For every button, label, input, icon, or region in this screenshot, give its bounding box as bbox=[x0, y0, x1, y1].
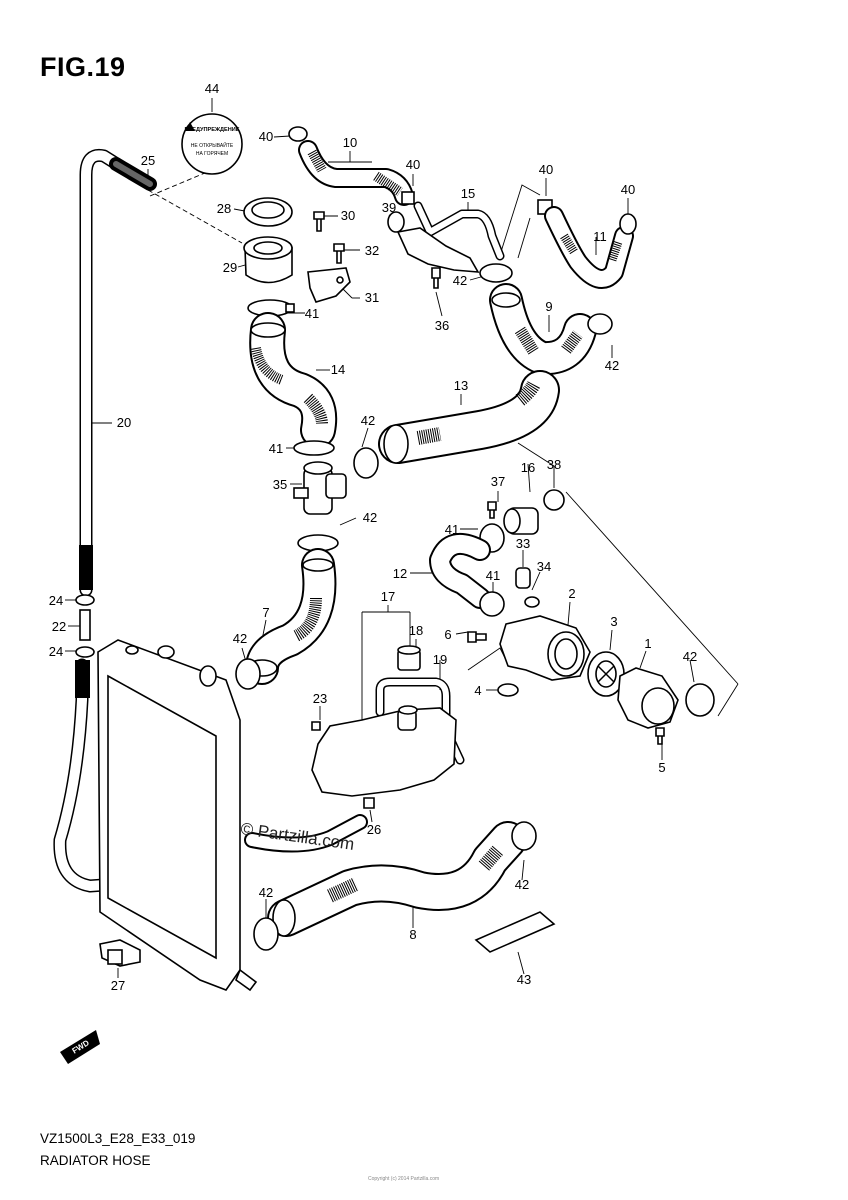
sensor-33 bbox=[515, 567, 540, 608]
callout-42: 42 bbox=[361, 413, 375, 428]
callout-24: 24 bbox=[49, 644, 63, 659]
callouts: 44 40 10 25 28 30 32 29 31 41 14 40 39 1… bbox=[49, 81, 697, 993]
callout-6: 6 bbox=[444, 627, 451, 642]
hose-11 bbox=[537, 199, 637, 289]
callout-40: 40 bbox=[539, 162, 553, 177]
hose-13 bbox=[378, 370, 560, 464]
callout-11: 11 bbox=[593, 229, 607, 244]
callout-2: 2 bbox=[568, 586, 575, 601]
cover-1 bbox=[617, 667, 679, 745]
callout-32: 32 bbox=[365, 243, 379, 258]
thermostat-3 bbox=[587, 651, 625, 697]
union-35 bbox=[293, 440, 347, 515]
callout-42: 42 bbox=[515, 877, 529, 892]
fine-print: Copyright (c) 2014 Partzilla.com bbox=[368, 1176, 440, 1182]
clamp-42-lower-left bbox=[235, 658, 261, 690]
cap-label-line-2: НЕ ОТКРЫВАЙТЕ bbox=[191, 141, 234, 149]
hose-14 bbox=[249, 312, 338, 448]
callout-22: 22 bbox=[52, 619, 66, 634]
fitting-16 bbox=[487, 489, 565, 535]
part-shapes: ПРЕДУПРЕЖДЕНИЕ НЕ ОТКРЫВАЙТЕ НА ГОРЯЧЕМ bbox=[53, 113, 715, 1064]
callout-39: 39 bbox=[382, 200, 396, 215]
callout-30: 30 bbox=[341, 208, 355, 223]
callout-37: 37 bbox=[491, 474, 505, 489]
callout-31: 31 bbox=[365, 290, 379, 305]
callout-33: 33 bbox=[516, 536, 530, 551]
hose-12 bbox=[429, 532, 491, 609]
callout-24: 24 bbox=[49, 593, 63, 608]
clamp-42-a bbox=[479, 263, 513, 283]
label-43 bbox=[474, 911, 556, 953]
clamp-42-h bbox=[253, 917, 279, 951]
callout-27: 27 bbox=[111, 978, 125, 993]
filler-neck bbox=[243, 197, 293, 284]
callout-43: 43 bbox=[517, 972, 531, 987]
cap-warning-label: ПРЕДУПРЕЖДЕНИЕ НЕ ОТКРЫВАЙТЕ НА ГОРЯЧЕМ bbox=[181, 113, 243, 175]
callout-38: 38 bbox=[547, 457, 561, 472]
clamp-42-c bbox=[353, 447, 379, 479]
callout-18: 18 bbox=[409, 623, 423, 638]
callout-29: 29 bbox=[223, 260, 237, 275]
callout-3: 3 bbox=[610, 614, 617, 629]
figure-title: FIG.19 bbox=[40, 52, 126, 82]
callout-41: 41 bbox=[269, 441, 283, 456]
reserve-tank bbox=[311, 645, 465, 809]
bolts-bracket bbox=[307, 211, 351, 303]
callout-41: 41 bbox=[445, 522, 459, 537]
clamp-42-g bbox=[511, 821, 537, 851]
figure-code: VZ1500L3_E28_E33_019 bbox=[40, 1131, 196, 1146]
callout-42: 42 bbox=[363, 510, 377, 525]
callout-41: 41 bbox=[486, 568, 500, 583]
callout-1: 1 bbox=[644, 636, 651, 651]
callout-35: 35 bbox=[273, 477, 287, 492]
clip-27 bbox=[99, 939, 141, 967]
cap-label-line-3: НА ГОРЯЧЕМ bbox=[196, 151, 228, 157]
clips-and-pipe bbox=[75, 594, 95, 658]
callout-42: 42 bbox=[683, 649, 697, 664]
callout-25: 25 bbox=[141, 153, 155, 168]
callout-9: 9 bbox=[545, 299, 552, 314]
callout-10: 10 bbox=[343, 135, 357, 150]
callout-8: 8 bbox=[409, 927, 416, 942]
callout-23: 23 bbox=[313, 691, 327, 706]
callout-42: 42 bbox=[259, 885, 273, 900]
callout-5: 5 bbox=[658, 760, 665, 775]
housing-2 bbox=[467, 615, 591, 697]
callout-34: 34 bbox=[537, 559, 551, 574]
callout-42: 42 bbox=[453, 273, 467, 288]
callout-16: 16 bbox=[521, 460, 535, 475]
clamp-42-f bbox=[685, 683, 715, 717]
callout-14: 14 bbox=[331, 362, 345, 377]
pipe-15 bbox=[387, 201, 505, 289]
callout-4: 4 bbox=[474, 683, 481, 698]
hose-9 bbox=[489, 283, 613, 376]
callout-13: 13 bbox=[454, 378, 468, 393]
callout-19: 19 bbox=[433, 652, 447, 667]
callout-42: 42 bbox=[233, 631, 247, 646]
callout-40: 40 bbox=[406, 157, 420, 172]
callout-28: 28 bbox=[217, 201, 231, 216]
hose-8 bbox=[244, 814, 527, 937]
cap-label-line-1: ПРЕДУПРЕЖДЕНИЕ bbox=[184, 127, 239, 133]
callout-40: 40 bbox=[621, 182, 635, 197]
clamp-41-d bbox=[479, 591, 505, 617]
figure-name: RADIATOR HOSE bbox=[40, 1153, 151, 1168]
radiator bbox=[97, 639, 258, 992]
callout-26: 26 bbox=[367, 822, 381, 837]
callout-36: 36 bbox=[435, 318, 449, 333]
overflow-hose bbox=[53, 148, 157, 893]
callout-17: 17 bbox=[381, 589, 395, 604]
fwd-arrow-icon: FWD bbox=[60, 1030, 100, 1064]
callout-7: 7 bbox=[262, 605, 269, 620]
callout-12: 12 bbox=[393, 566, 407, 581]
hose-10 bbox=[288, 126, 415, 206]
callout-44: 44 bbox=[205, 81, 219, 96]
hose-7 bbox=[245, 548, 337, 685]
callout-15: 15 bbox=[461, 186, 475, 201]
callout-42: 42 bbox=[605, 358, 619, 373]
callout-40: 40 bbox=[259, 129, 273, 144]
callout-41: 41 bbox=[305, 306, 319, 321]
callout-20: 20 bbox=[117, 415, 131, 430]
